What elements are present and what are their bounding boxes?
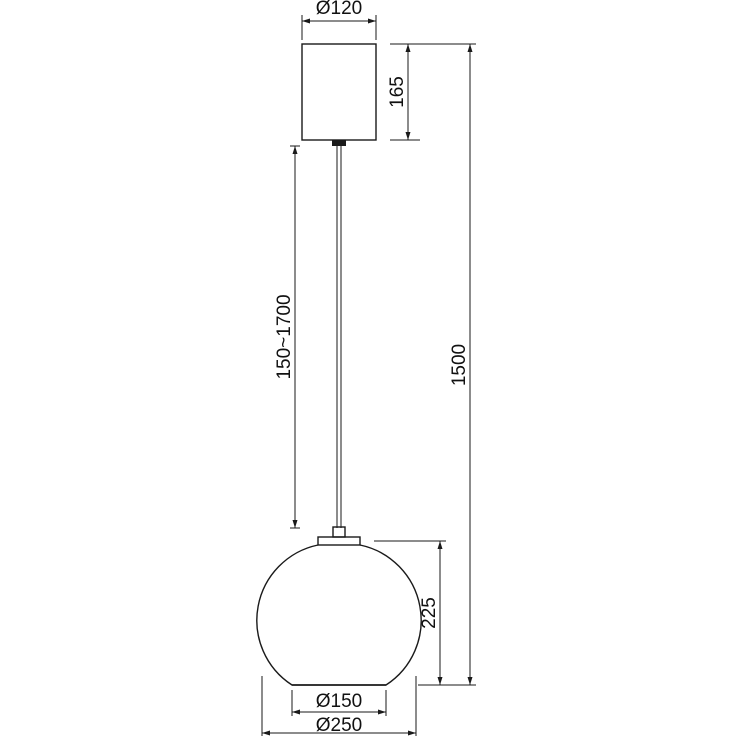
dim-cable-length: 150~1700 — [274, 145, 300, 529]
opening-diameter-label: Ø150 — [316, 691, 362, 712]
shade-collar — [317, 536, 361, 546]
shade-height-label: 225 — [419, 597, 440, 629]
canopy-height-label: 165 — [387, 76, 408, 108]
dim-canopy-height: 165 — [387, 43, 476, 141]
shade-connector — [332, 526, 346, 538]
dim-total-height: 1500 — [418, 44, 476, 686]
dim-shade-diameter: Ø250 — [261, 676, 417, 736]
canopy-cable-grip — [332, 140, 346, 146]
dim-shade-height: 225 — [374, 540, 446, 686]
suspension-cable — [336, 146, 342, 528]
dim-canopy-diameter: Ø120 — [301, 0, 377, 40]
canopy-body — [301, 43, 377, 141]
shade-diameter-label: Ø250 — [316, 715, 362, 736]
cable-length-label: 150~1700 — [274, 294, 295, 379]
shade-globe-outline — [256, 544, 422, 686]
total-height-label: 1500 — [449, 344, 470, 386]
canopy — [301, 43, 377, 146]
canopy-diameter-label: Ø120 — [316, 0, 362, 19]
globe-shade — [256, 526, 422, 686]
dim-opening-diameter: Ø150 — [291, 690, 387, 716]
